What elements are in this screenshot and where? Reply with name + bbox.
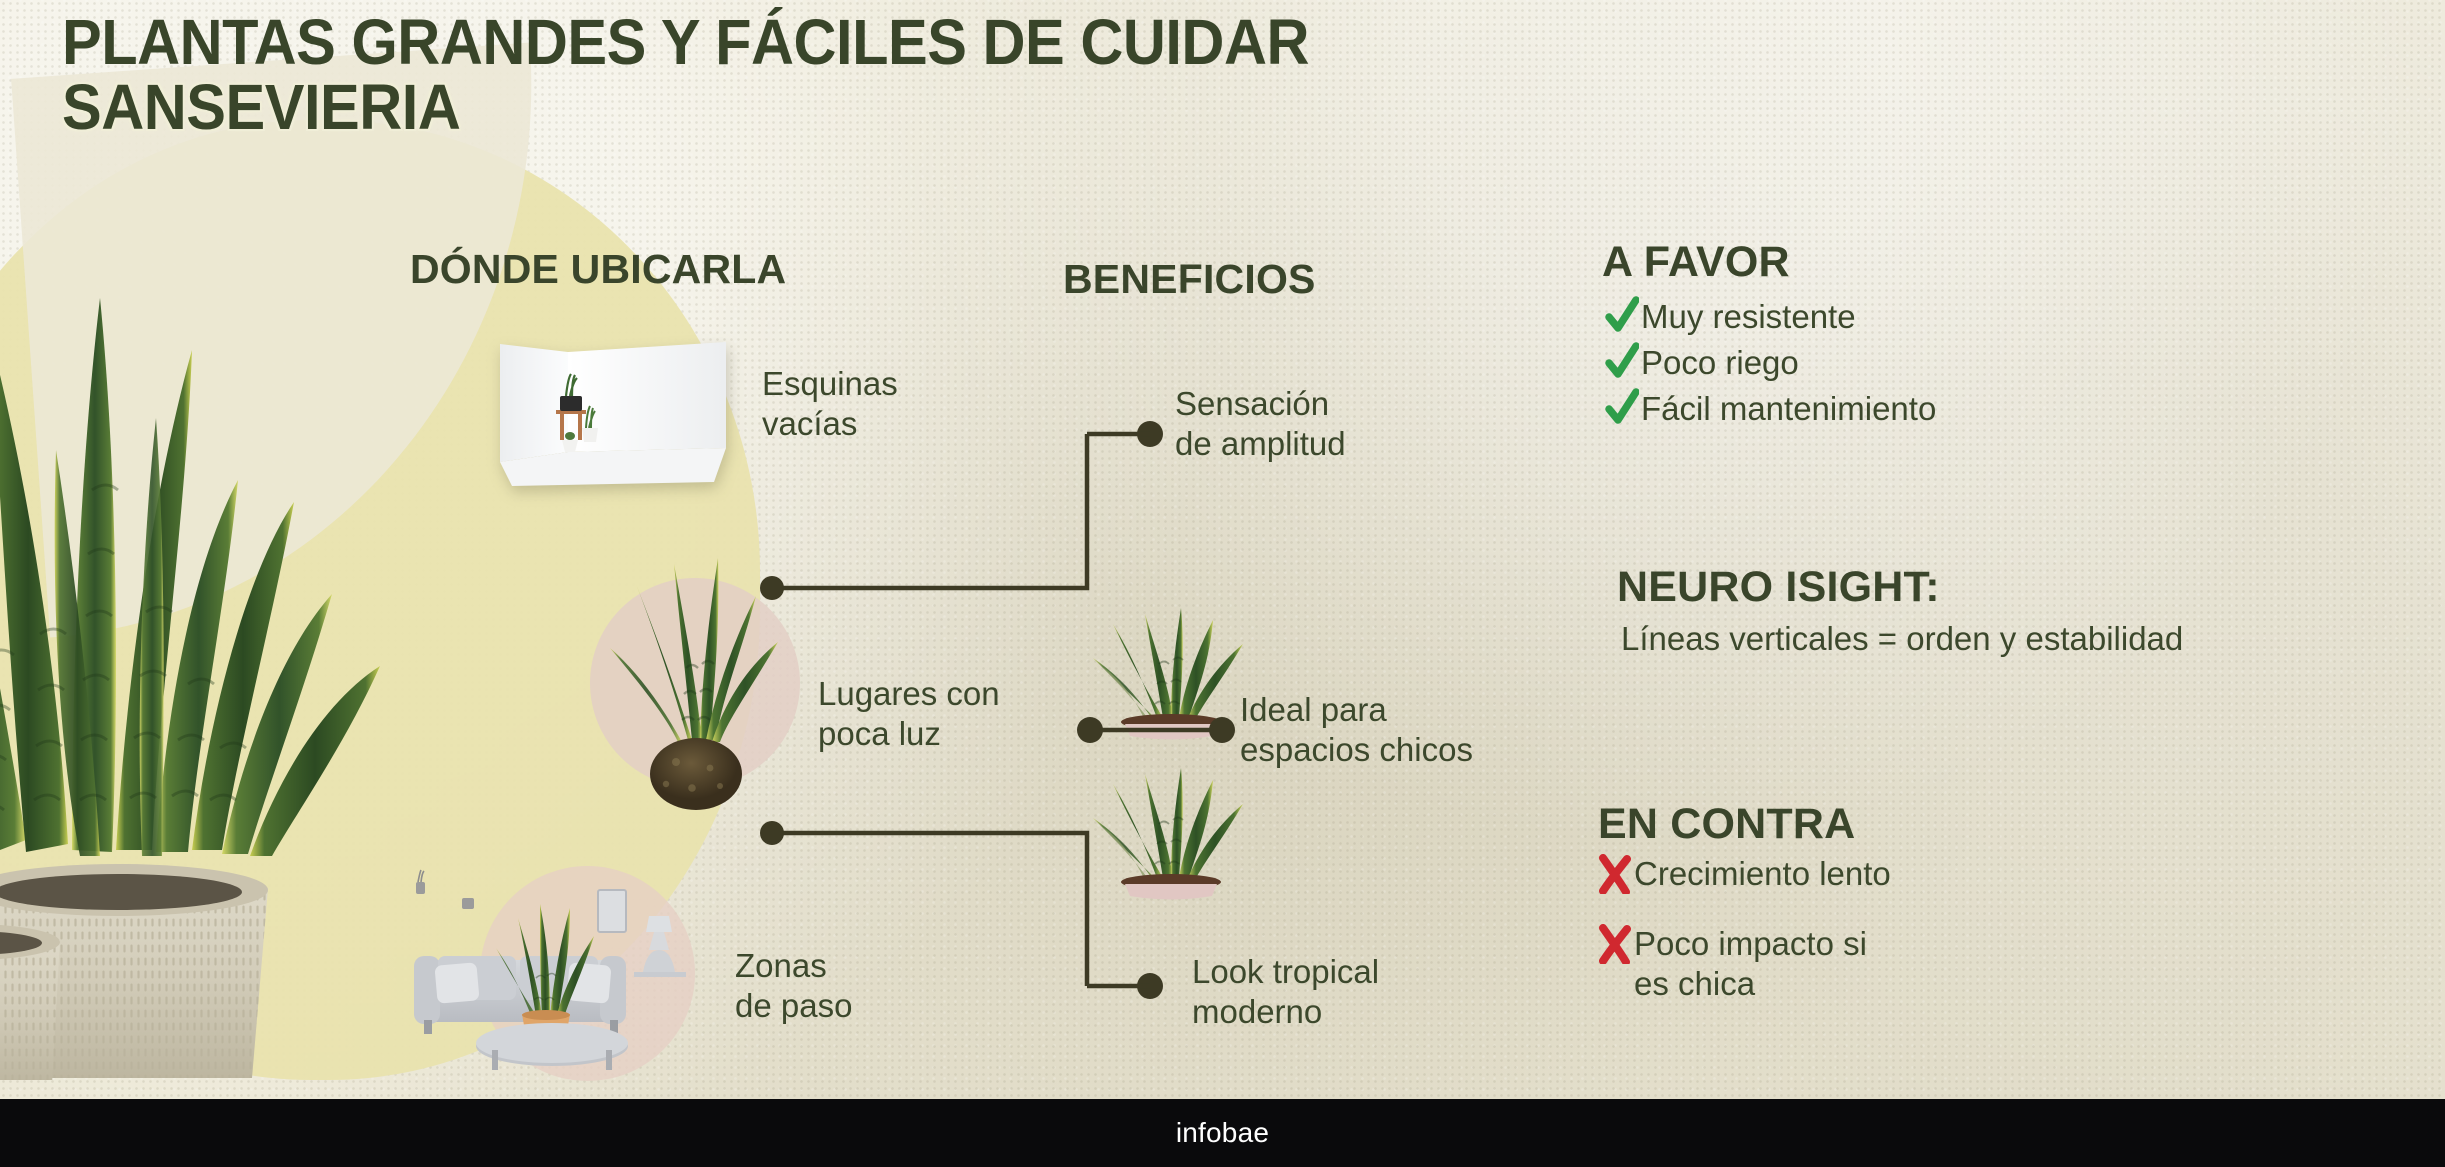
list-item: Poco impacto si es chica <box>1598 922 1891 1003</box>
living-room-sofa-photo <box>400 860 690 1080</box>
section-heading-donde-ubicarla: DÓNDE UBICARLA <box>410 246 787 292</box>
list-item-label: Fácil mantenimiento <box>1641 390 1937 427</box>
list-item-label: Poco riego <box>1641 344 1799 381</box>
title-line-1: PLANTAS GRANDES Y FÁCILES DE CUIDAR <box>62 6 1309 78</box>
list-item: Fácil mantenimiento <box>1605 387 1936 429</box>
infobae-logo: infobae <box>1175 1117 1270 1148</box>
small-snake-plant-photo-top <box>1075 600 1265 745</box>
list-item-label: Poco impacto si es chica <box>1634 925 1867 1002</box>
check-icon <box>1605 341 1639 383</box>
check-icon <box>1605 387 1639 429</box>
section-heading-a-favor: A FAVOR <box>1602 238 1790 286</box>
infographic-title: PLANTAS GRANDES Y FÁCILES DE CUIDAR SANS… <box>62 6 1403 144</box>
white-corner-room-photo <box>490 336 730 491</box>
a-favor-list: Muy resistente Poco riego Fácil mantenim… <box>1605 295 1936 433</box>
section-heading-neuro-isight: NEURO ISIGHT: <box>1617 563 1940 611</box>
cross-icon <box>1598 852 1632 894</box>
label-lugares-con-poca-luz: Lugares con poca luz <box>818 675 1000 753</box>
neuro-isight-subtitle: Líneas verticales = orden y estabilidad <box>1621 620 2184 657</box>
label-look-tropical-moderno: Look tropical moderno <box>1192 953 1380 1031</box>
en-contra-list: Crecimiento lento Poco impacto si es chi… <box>1598 852 1891 1031</box>
small-snake-plant-photo-bottom <box>1075 760 1265 905</box>
kokedama-snake-plant-photo <box>600 540 790 810</box>
label-esquinas-vacias: Esquinas vacías <box>762 365 898 443</box>
check-icon <box>1605 295 1639 337</box>
section-heading-en-contra: EN CONTRA <box>1598 800 1856 848</box>
list-item-label: Crecimiento lento <box>1634 855 1891 892</box>
list-item: Crecimiento lento <box>1598 852 1891 894</box>
section-heading-beneficios: BENEFICIOS <box>1063 256 1316 302</box>
footer-bar: infobae <box>0 1099 2445 1167</box>
title-line-2: SANSEVIERIA <box>62 71 461 144</box>
list-item: Poco riego <box>1605 341 1936 383</box>
label-sensacion-de-amplitud: Sensación de amplitud <box>1175 385 1346 463</box>
list-item: Muy resistente <box>1605 295 1936 337</box>
hero-snake-plant-photo <box>0 150 430 1080</box>
label-zonas-de-paso: Zonas de paso <box>735 947 853 1025</box>
cross-icon <box>1598 922 1632 964</box>
label-ideal-para-espacios-chicos: Ideal para espacios chicos <box>1240 691 1473 769</box>
list-item-label: Muy resistente <box>1641 298 1856 335</box>
